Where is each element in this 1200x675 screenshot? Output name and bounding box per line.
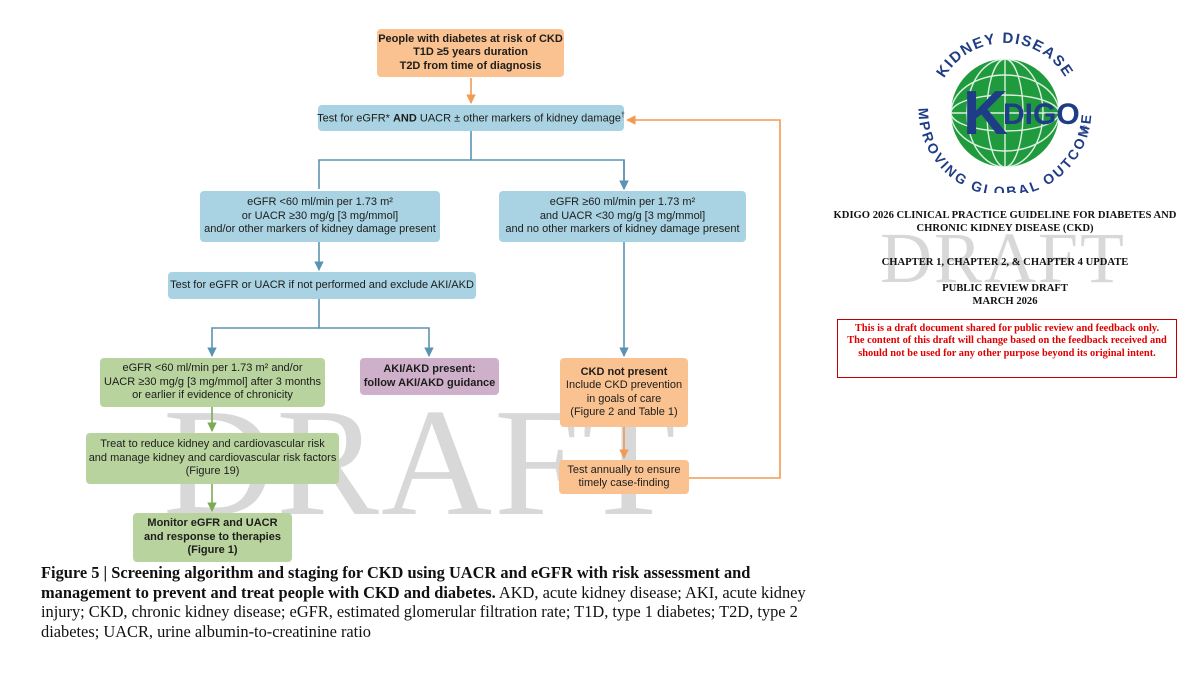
ckd-not-present-box: CKD not present Include CKD prevention i…: [560, 358, 688, 427]
retest-text: Test for eGFR or UACR if not performed a…: [170, 278, 474, 291]
ckd-not-present-line-3: (Figure 2 and Table 1): [570, 406, 678, 418]
monitor-line-2: and response to therapies: [144, 530, 281, 543]
ckd-not-present-line-1: Include CKD prevention: [565, 379, 683, 391]
test-prefix: Test for eGFR*: [317, 113, 393, 126]
doc-status: PUBLIC REVIEW DRAFT MARCH 2026: [800, 282, 1200, 308]
chronic-line-2: UACR ≥30 mg/g [3 mg/mmol] after 3 months: [104, 375, 321, 388]
arrow-annual-loop-back: [626, 115, 781, 479]
low-branch-box: eGFR <60 ml/min per 1.73 m² or UACR ≥30 …: [200, 191, 440, 242]
doc-chapters: CHAPTER 1, CHAPTER 2, & CHAPTER 4 UPDATE: [800, 256, 1200, 269]
monitor-line-1: Monitor eGFR and UACR: [147, 517, 278, 530]
aki-box: AKI/AKD present: follow AKI/AKD guidance: [360, 358, 499, 395]
low-branch-line-2: or UACR ≥30 mg/g [3 mg/mmol]: [241, 209, 399, 222]
high-branch-line-2: and UACR <30 mg/g [3 mg/mmol]: [539, 209, 706, 222]
doc-title: KDIGO 2026 CLINICAL PRACTICE GUIDELINE F…: [800, 209, 1200, 235]
start-box: People with diabetes at risk of CKD T1D …: [377, 29, 564, 77]
logo-registered-mark: ®: [1081, 124, 1088, 134]
treat-line-1: Treat to reduce kidney and cardiovascula…: [100, 438, 325, 451]
test-text: Test for eGFR* AND UACR ± other markers …: [317, 109, 625, 126]
test-footnote-mark: †: [620, 112, 625, 120]
start-line-2: T1D ≥5 years duration: [413, 46, 528, 59]
caption-text: AKD, acute kidney disease; AKI, acute ki…: [41, 582, 806, 641]
doc-title-line-2: CHRONIC KIDNEY DISEASE (CKD): [916, 223, 1094, 234]
arrow-test-split: [318, 131, 624, 189]
low-branch-line-3: and/or other markers of kidney damage pr…: [204, 223, 436, 236]
monitor-line-3: (Figure 1): [187, 544, 238, 557]
annual-line-2: timely case-finding: [578, 477, 670, 489]
retest-box: Test for eGFR or UACR if not performed a…: [168, 272, 476, 299]
treat-box: Treat to reduce kidney and cardiovascula…: [86, 433, 339, 484]
arrow-retest-to-aki: [319, 327, 434, 357]
test-suffix: UACR ± other markers of kidney damage: [416, 113, 621, 126]
doc-title-line-1: KDIGO 2026 CLINICAL PRACTICE GUIDELINE F…: [833, 210, 1177, 221]
chronic-line-1: eGFR <60 ml/min per 1.73 m² and/or: [122, 362, 303, 375]
chronic-box: eGFR <60 ml/min per 1.73 m² and/or UACR …: [100, 358, 325, 407]
ckd-not-present-title: CKD not present: [580, 365, 668, 378]
doc-chapters-text: CHAPTER 1, CHAPTER 2, & CHAPTER 4 UPDATE: [881, 257, 1129, 268]
treat-line-3: (Figure 19): [185, 465, 240, 478]
monitor-box: Monitor eGFR and UACR and response to th…: [133, 513, 292, 562]
test-and: AND: [392, 113, 417, 126]
start-line-1: People with diabetes at risk of CKD: [378, 32, 563, 45]
low-branch-line-1: eGFR <60 ml/min per 1.73 m²: [247, 196, 393, 209]
figure-caption: Figure 5 | Screening algorithm and stagi…: [41, 563, 831, 641]
doc-status-line-2: MARCH 2026: [972, 296, 1038, 307]
logo-mark-digo: DIGO: [1003, 98, 1080, 131]
aki-line-2: follow AKI/AKD guidance: [363, 376, 496, 389]
annual-line-1: Test annually to ensure: [567, 463, 681, 476]
high-branch-box: eGFR ≥60 ml/min per 1.73 m² and UACR <30…: [499, 191, 746, 242]
annual-test-box: Test annually to ensure timely case-find…: [559, 460, 689, 494]
draft-notice-box: This is a draft document shared for publ…: [837, 319, 1177, 378]
logo-mark-k: K: [963, 79, 1008, 148]
chronic-line-3: or earlier if evidence of chronicity: [132, 389, 293, 402]
test-box: Test for eGFR* AND UACR ± other markers …: [317, 105, 625, 131]
caption-bold: Figure 5 | Screening algorithm and stagi…: [41, 563, 751, 602]
aki-line-1: AKI/AKD present:: [383, 363, 476, 375]
doc-status-line-1: PUBLIC REVIEW DRAFT: [942, 283, 1068, 294]
kdigo-logo: KIDNEY DISEASE IMPROVING GLOBAL OUTCOMES…: [905, 28, 1093, 193]
high-branch-line-1: eGFR ≥60 ml/min per 1.73 m²: [549, 196, 696, 209]
treat-line-2: and manage kidney and cardiovascular ris…: [88, 451, 337, 464]
draft-notice-text: This is a draft document shared for publ…: [847, 323, 1167, 359]
ckd-not-present-line-2: in goals of care: [586, 392, 662, 405]
start-line-3: T2D from time of diagnosis: [399, 59, 542, 72]
high-branch-line-3: and no other markers of kidney damage pr…: [505, 223, 740, 236]
arrow-retest-split: [207, 299, 320, 357]
